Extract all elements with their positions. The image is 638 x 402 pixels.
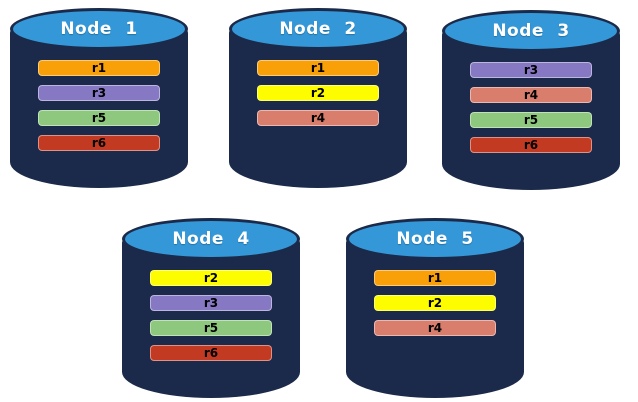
- partition-label: r3: [523, 63, 539, 77]
- partition-bar-r3: r3: [38, 85, 160, 101]
- partition-label: r3: [203, 296, 219, 310]
- partition-bar-r2: r2: [374, 295, 496, 311]
- partition-bar-r3: r3: [150, 295, 272, 311]
- node-title: Node 3: [492, 21, 570, 41]
- node-title: Node 2: [279, 19, 357, 39]
- partition-label: r2: [310, 86, 326, 100]
- partition-label: r5: [523, 113, 539, 127]
- partition-bar-r4: r4: [374, 320, 496, 336]
- cylinder-body: [122, 239, 300, 398]
- partition-label: r5: [91, 111, 107, 125]
- cylinder-top-ellipse: Node 3: [442, 10, 620, 52]
- partition-label: r1: [310, 61, 326, 75]
- partition-label: r3: [91, 86, 107, 100]
- partition-label: r4: [427, 321, 443, 335]
- partition-bar-r5: r5: [38, 110, 160, 126]
- partition-bar-r6: r6: [38, 135, 160, 151]
- cylinder-body: [10, 29, 188, 188]
- partition-bar-r2: r2: [150, 270, 272, 286]
- node-cylinder-3: Node 3 r3 r4 r5 r6: [442, 10, 620, 190]
- node-title: Node 4: [172, 229, 250, 249]
- cylinder-top-ellipse: Node 5: [346, 218, 524, 260]
- partition-label: r2: [203, 271, 219, 285]
- partition-label: r4: [310, 111, 326, 125]
- partition-label: r1: [91, 61, 107, 75]
- partition-label: r4: [523, 88, 539, 102]
- partition-bar-r6: r6: [470, 137, 592, 153]
- node-title: Node 5: [396, 229, 474, 249]
- partition-label: r2: [427, 296, 443, 310]
- cylinder-top-ellipse: Node 4: [122, 218, 300, 260]
- cylinder-body: [229, 29, 407, 188]
- node-cylinder-1: Node 1 r1 r3 r5 r6: [10, 8, 188, 188]
- node-title: Node 1: [60, 19, 138, 39]
- node-cylinder-2: Node 2 r1 r2 r4: [229, 8, 407, 188]
- cylinder-top-ellipse: Node 2: [229, 8, 407, 50]
- cylinder-body: [442, 31, 620, 190]
- partition-label: r6: [91, 136, 107, 150]
- partition-label: r5: [203, 321, 219, 335]
- partition-bar-r3: r3: [470, 62, 592, 78]
- partition-label: r6: [203, 346, 219, 360]
- partition-bar-r1: r1: [374, 270, 496, 286]
- cylinder-body: [346, 239, 524, 398]
- cylinder-top-ellipse: Node 1: [10, 8, 188, 50]
- partition-list: r2 r3 r5 r6: [122, 270, 300, 361]
- partition-bar-r2: r2: [257, 85, 379, 101]
- partition-bar-r5: r5: [470, 112, 592, 128]
- partition-label: r6: [523, 138, 539, 152]
- partition-bar-r1: r1: [38, 60, 160, 76]
- partition-bar-r5: r5: [150, 320, 272, 336]
- node-cylinder-5: Node 5 r1 r2 r4: [346, 218, 524, 398]
- node-cylinder-4: Node 4 r2 r3 r5 r6: [122, 218, 300, 398]
- partition-bar-r4: r4: [470, 87, 592, 103]
- partition-list: r3 r4 r5 r6: [442, 62, 620, 153]
- partition-list: r1 r2 r4: [229, 60, 407, 126]
- partition-list: r1 r2 r4: [346, 270, 524, 336]
- partition-label: r1: [427, 271, 443, 285]
- partition-bar-r1: r1: [257, 60, 379, 76]
- partition-bar-r6: r6: [150, 345, 272, 361]
- partition-list: r1 r3 r5 r6: [10, 60, 188, 151]
- partition-bar-r4: r4: [257, 110, 379, 126]
